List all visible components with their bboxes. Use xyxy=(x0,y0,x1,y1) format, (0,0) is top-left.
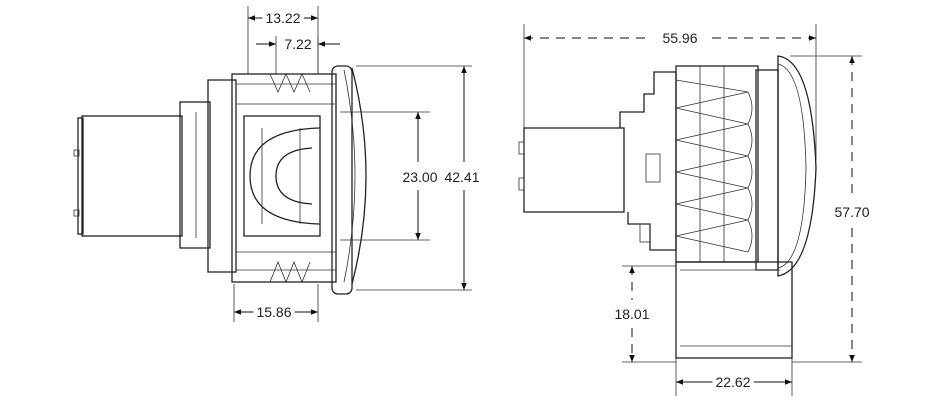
front-view-bezel xyxy=(331,65,367,295)
dim-18-01-label: 18.01 xyxy=(614,306,649,322)
dim-57-70: 57.70 xyxy=(790,55,873,363)
side-view-stem xyxy=(518,71,677,251)
dim-15-86-label: 15.86 xyxy=(256,304,291,320)
side-view-ring xyxy=(675,65,759,263)
label-backing xyxy=(253,303,295,321)
label-backing xyxy=(611,305,653,323)
dim-42-41: 42.41 xyxy=(356,65,483,291)
dim-42-41-label: 42.41 xyxy=(444,169,479,185)
dim-22-62-label: 22.62 xyxy=(715,374,750,390)
label-backing xyxy=(281,35,315,53)
front-view-stem xyxy=(73,79,237,273)
side-view-lens xyxy=(755,55,817,277)
label-backing xyxy=(262,9,304,27)
dim-13-22-label: 13.22 xyxy=(265,10,300,26)
dim-23-00-label: 23.00 xyxy=(402,169,437,185)
side-view: 55.96 57.70 18.01 22.62 xyxy=(518,24,873,396)
label-backing xyxy=(831,203,873,221)
dim-57-70-label: 57.70 xyxy=(834,204,869,220)
label-backing xyxy=(441,168,483,186)
dim-7-22: 7.22 xyxy=(256,35,340,74)
side-view-lower xyxy=(675,261,793,359)
dim-15-86: 15.86 xyxy=(233,284,319,322)
dim-7-22-label: 7.22 xyxy=(284,36,311,52)
label-backing xyxy=(659,29,701,47)
front-view-body xyxy=(231,73,337,284)
front-view: 13.22 7.22 23.00 42.41 xyxy=(73,6,483,322)
dim-55-96-label: 55.96 xyxy=(662,30,697,46)
label-backing xyxy=(399,168,441,186)
dim-22-62: 22.62 xyxy=(675,358,793,396)
dim-55-96: 55.96 xyxy=(523,24,817,160)
dim-18-01: 18.01 xyxy=(611,265,676,363)
label-backing xyxy=(712,373,754,391)
dim-23-00: 23.00 xyxy=(340,111,441,241)
